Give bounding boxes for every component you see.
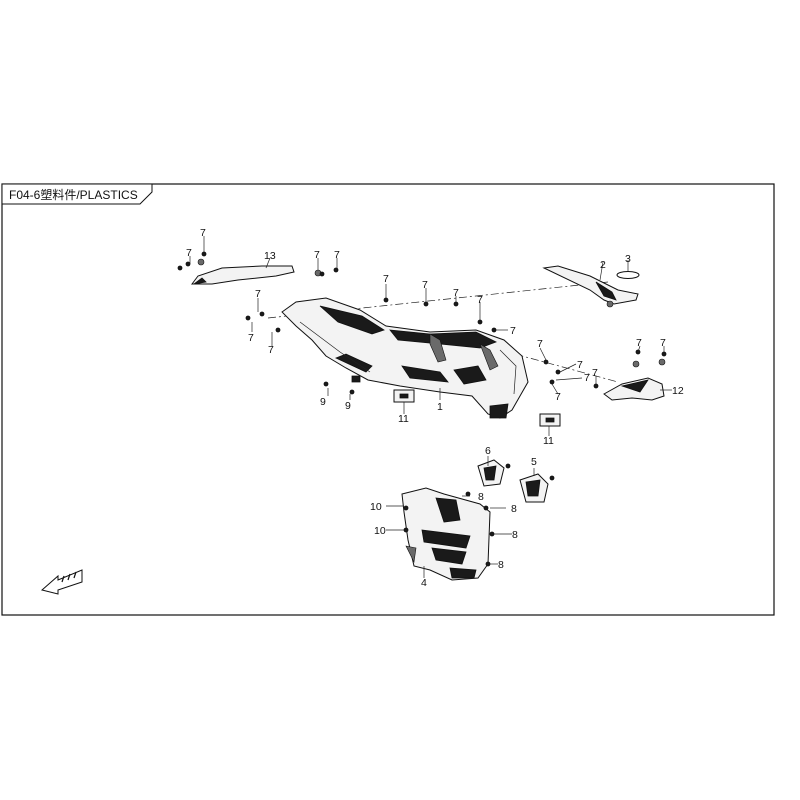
callout-7-d: 7 <box>334 249 340 261</box>
callout-11-right: 11 <box>543 435 554 447</box>
callout-3: 3 <box>625 253 631 265</box>
callout-8-d: 8 <box>498 559 504 571</box>
part-5-clip <box>519 473 549 503</box>
part-3-badge <box>616 271 640 279</box>
callout-10-bottom: 10 <box>374 525 386 537</box>
callout-7-s: 7 <box>660 337 666 349</box>
title-tab: F04-6塑料件/PLASTICS <box>1 183 153 205</box>
callout-7-q: 7 <box>592 367 598 379</box>
leader-lines <box>189 236 672 578</box>
callout-8-b: 8 <box>511 503 517 515</box>
callout-7-o: 7 <box>584 372 590 384</box>
part-11-pad-right <box>539 413 561 427</box>
callout-4: 4 <box>421 577 427 589</box>
part-4-lower-panel <box>401 487 491 581</box>
callout-7-l: 7 <box>268 344 274 356</box>
diagram-border <box>1 183 775 616</box>
callout-7-c: 7 <box>314 249 320 261</box>
callout-6: 6 <box>485 445 491 457</box>
part-2-cover <box>542 265 639 308</box>
callout-7-k: 7 <box>248 332 254 344</box>
callout-7-m: 7 <box>537 338 543 350</box>
callout-7-j: 7 <box>255 288 261 300</box>
direction-arrow-icon <box>40 569 83 595</box>
part-13-panel <box>191 258 322 285</box>
callout-5: 5 <box>531 456 537 468</box>
callout-11-left: 11 <box>398 413 409 425</box>
callout-7-h: 7 <box>477 294 483 306</box>
part-6-clip <box>477 459 505 487</box>
callout-7-f: 7 <box>422 279 428 291</box>
callout-8-c: 8 <box>512 529 518 541</box>
callout-2: 2 <box>600 259 606 271</box>
callout-9-right: 9 <box>345 400 351 412</box>
callout-7-a: 7 <box>200 227 206 239</box>
callout-7-n: 7 <box>577 359 583 371</box>
callout-7-g: 7 <box>453 287 459 299</box>
callout-10-top: 10 <box>370 501 382 513</box>
callout-13: 13 <box>264 250 276 262</box>
callout-1: 1 <box>437 401 443 413</box>
callout-12: 12 <box>672 385 684 397</box>
part-12-bracket <box>603 358 666 401</box>
callout-7-r: 7 <box>636 337 642 349</box>
callout-7-i: 7 <box>510 325 516 337</box>
assembly-centerline <box>267 281 609 319</box>
callout-9-left: 9 <box>320 396 326 408</box>
part-11-pad-left <box>393 389 415 403</box>
callout-8-a: 8 <box>478 491 484 503</box>
callout-7-e: 7 <box>383 273 389 285</box>
diagram-title: F04-6塑料件/PLASTICS <box>9 187 138 202</box>
part-1-main-body <box>281 297 529 419</box>
callout-labels: 13 2 3 12 1 11 11 6 5 4 9 9 10 10 8 8 8 … <box>186 227 684 589</box>
callout-7-b: 7 <box>186 247 192 259</box>
callout-7-p: 7 <box>555 391 561 403</box>
